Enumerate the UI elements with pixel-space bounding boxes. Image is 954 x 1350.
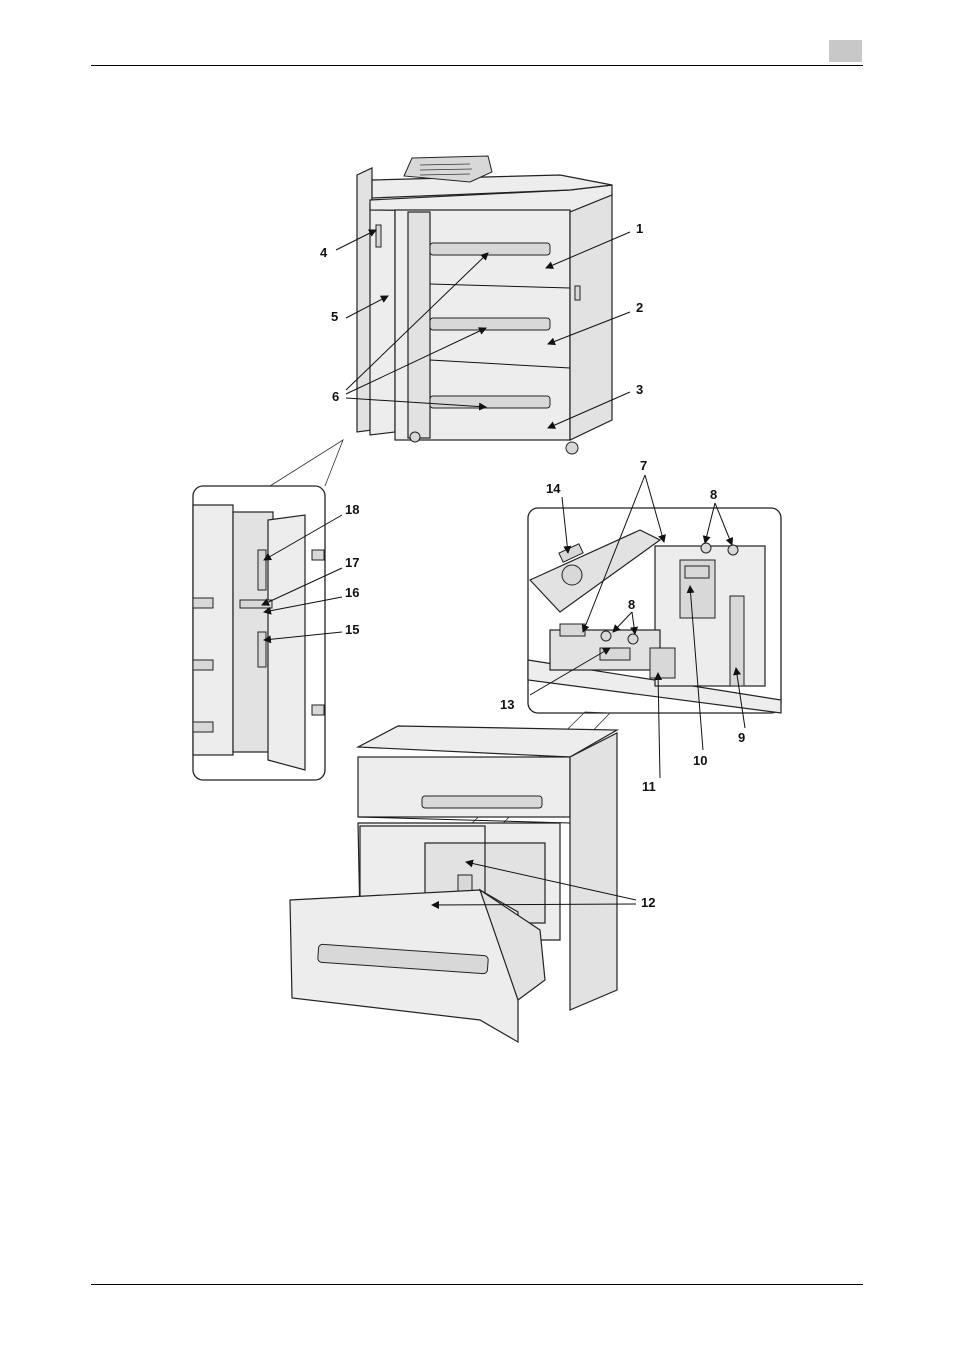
- callout-5: 5: [331, 309, 338, 324]
- callout-10: 10: [693, 753, 707, 768]
- callout-11: 11: [642, 779, 656, 794]
- callout-8-lower: 8: [628, 597, 635, 612]
- callout-12: 12: [641, 895, 655, 910]
- callout-14: 14: [546, 481, 561, 496]
- left-door-inset: [193, 486, 325, 780]
- callout-1: 1: [636, 221, 643, 236]
- main-unit-illustration: [357, 156, 612, 454]
- callout-4: 4: [320, 245, 328, 260]
- callout-6: 6: [332, 389, 339, 404]
- callout-17: 17: [345, 555, 359, 570]
- callout-13: 13: [500, 697, 514, 712]
- callout-16: 16: [345, 585, 359, 600]
- drawer-open-illustration: [290, 726, 617, 1042]
- tray-detail-inset: [528, 508, 781, 713]
- callout-7: 7: [640, 458, 647, 473]
- callout-8-top: 8: [710, 487, 717, 502]
- callout-18: 18: [345, 502, 359, 517]
- callout-9: 9: [738, 730, 745, 745]
- callout-2: 2: [636, 300, 643, 315]
- callout-3: 3: [636, 382, 643, 397]
- callout-15: 15: [345, 622, 359, 637]
